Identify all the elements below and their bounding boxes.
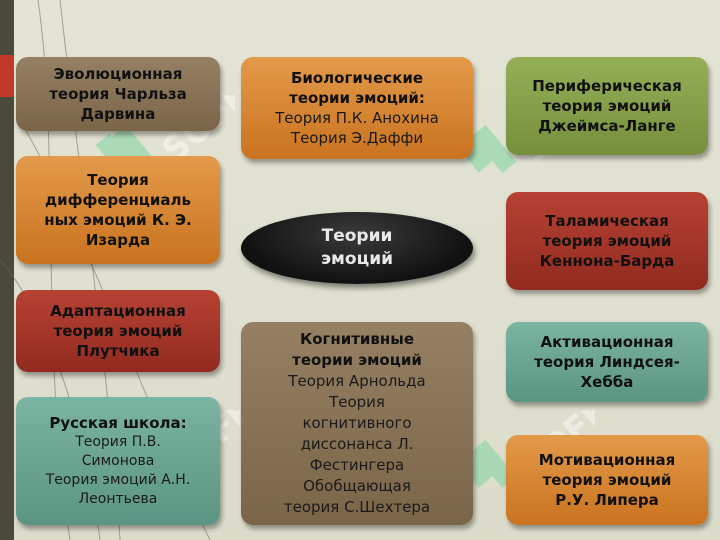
- card-line: Джеймса-Ланге: [538, 117, 676, 135]
- card-james-lange-theory: Периферическая теория эмоций Джеймса-Лан…: [506, 57, 708, 155]
- card-line: Плутчика: [76, 342, 160, 360]
- center-line: эмоций: [320, 249, 394, 269]
- card-line: теория эмоций: [542, 232, 672, 250]
- card-line: Эволюционная: [53, 65, 183, 83]
- card-line: Теория Арнольда: [288, 372, 426, 390]
- card-title: теории эмоций:: [289, 89, 425, 107]
- card-title: Биологические: [290, 69, 424, 87]
- card-line: теория Линдсея-: [534, 353, 680, 371]
- card-plutchik-theory: Адаптационная теория эмоций Плутчика: [16, 290, 220, 372]
- card-line: дифференциаль: [44, 191, 192, 209]
- card-line: теория С.Шехтера: [283, 498, 431, 516]
- card-line: ных эмоций К. Э.: [44, 211, 192, 229]
- card-line: теория Чарльза: [49, 85, 187, 103]
- card-line: Теория: [329, 393, 385, 411]
- card-cognitive-theories: Когнитивные теории эмоций Теория Арнольд…: [241, 322, 473, 525]
- card-title: Русская школа:: [49, 413, 187, 432]
- card-title: Когнитивные: [299, 330, 415, 348]
- card-line: Хебба: [580, 373, 634, 391]
- card-line: теория эмоций: [53, 322, 183, 340]
- card-izard-theory: Теория дифференциаль ных эмоций К. Э. Из…: [16, 156, 220, 264]
- card-line: Теория эмоций А.Н.: [45, 471, 191, 488]
- card-line: Теория П.К. Анохина: [275, 109, 439, 127]
- card-title: теории эмоций: [292, 351, 422, 369]
- card-line: Обобщающая: [303, 477, 411, 495]
- center-line: Теории: [321, 226, 393, 246]
- card-line: Леонтьева: [78, 490, 158, 507]
- card-line: Теория: [87, 171, 149, 189]
- card-line: Теория Э.Даффи: [290, 129, 424, 147]
- card-line: Адаптационная: [50, 302, 186, 320]
- card-line: диссонанса Л.: [300, 435, 414, 453]
- card-line: Активационная: [540, 333, 674, 351]
- card-line: Изарда: [85, 231, 151, 249]
- card-line: Периферическая: [532, 77, 682, 95]
- left-accent-bar: [0, 55, 14, 97]
- card-line: Фестингера: [309, 456, 405, 474]
- card-line: Дарвина: [80, 105, 156, 123]
- card-biological-theories: Биологические теории эмоций: Теория П.К.…: [241, 57, 473, 159]
- card-darwin-theory: Эволюционная теория Чарльза Дарвина: [16, 57, 220, 131]
- card-line: Таламическая: [545, 212, 669, 230]
- card-line: Симонова: [81, 452, 155, 469]
- center-node-emotion-theories: Теории эмоций: [241, 212, 473, 284]
- card-line: когнитивного: [302, 414, 412, 432]
- card-line: Р.У. Липера: [555, 491, 659, 509]
- card-line: теория эмоций: [542, 471, 672, 489]
- card-leeper-theory: Мотивационная теория эмоций Р.У. Липера: [506, 435, 708, 525]
- card-line: Теория П.В.: [75, 433, 161, 450]
- card-line: теория эмоций: [542, 97, 672, 115]
- card-line: Мотивационная: [538, 451, 676, 469]
- card-lindsley-hebb-theory: Активационная теория Линдсея- Хебба: [506, 322, 708, 402]
- card-cannon-bard-theory: Таламическая теория эмоций Кеннона-Барда: [506, 192, 708, 290]
- card-line: Кеннона-Барда: [539, 252, 675, 270]
- card-russian-school: Русская школа: Теория П.В. Симонова Теор…: [16, 397, 220, 525]
